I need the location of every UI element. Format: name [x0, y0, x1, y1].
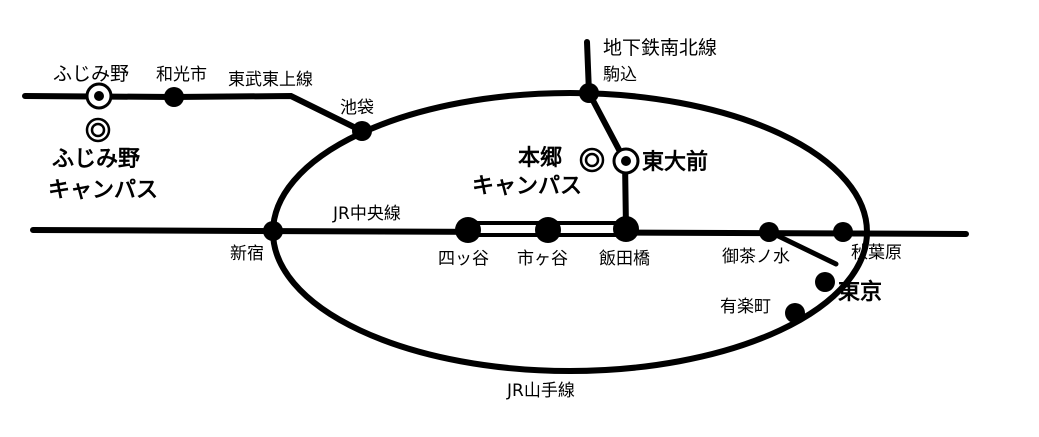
station-dot-iidabashi: [613, 216, 639, 242]
station-label-wakoshi: 和光市: [156, 65, 207, 85]
station-dot-akihabara: [833, 222, 853, 242]
station-dot-yotsuya: [455, 217, 481, 243]
station-dot-ochanomizu: [759, 222, 779, 242]
station-label-ochanomizu: 御茶ノ水: [722, 247, 790, 267]
namboku-line: [584, 39, 629, 232]
ochanomizu-tokyo-link: [767, 229, 839, 267]
campus-label-hongo-line2: キャンパス: [472, 174, 582, 199]
campus-icon-fujimino: [85, 117, 111, 143]
station-dot-komagome: [579, 83, 599, 103]
station-label-akihabara: 秋葉原: [851, 243, 902, 263]
station-label-todaimae: 東大前: [642, 149, 708, 175]
station-label-yurakucho: 有楽町: [720, 297, 771, 317]
station-dot-wakoshi: [164, 87, 184, 107]
station-dot-ikebukuro: [352, 121, 372, 141]
campus-label-fujimino-line1: ふじみ野: [52, 147, 140, 172]
campus-label-hongo-line1: 本郷: [518, 146, 562, 171]
station-label-ikebukuro: 池袋: [340, 98, 374, 118]
tobu-tojo-line: [22, 92, 365, 134]
station-label-tokyo: 東京: [838, 279, 882, 305]
station-dot-fujimino: [85, 82, 113, 110]
line-label-jr-chuo: JR中央線: [332, 204, 401, 224]
station-label-komagome: 駒込: [603, 65, 637, 85]
line-label-tobu-tojo: 東武東上線: [228, 70, 313, 90]
station-label-ichigaya: 市ヶ谷: [517, 249, 568, 269]
station-label-fujimino: ふじみ野: [53, 63, 129, 85]
station-dot-ichigaya: [535, 217, 561, 243]
station-label-iidabashi: 飯田橋: [599, 249, 650, 269]
station-label-yotsuya: 四ッ谷: [438, 249, 489, 269]
station-dot-yurakucho: [785, 303, 805, 323]
line-label-jr-yamanote: JR山手線: [506, 381, 575, 401]
line-label-namboku: 地下鉄南北線: [603, 37, 717, 59]
station-dot-tokyo: [815, 272, 835, 292]
station-label-shinjuku: 新宿: [230, 244, 264, 264]
campus-icon-hongo: [579, 147, 605, 173]
campus-label-fujimino-line2: キャンパス: [48, 178, 158, 203]
station-dot-todaimae: [612, 147, 640, 175]
station-dot-shinjuku: [263, 221, 283, 241]
